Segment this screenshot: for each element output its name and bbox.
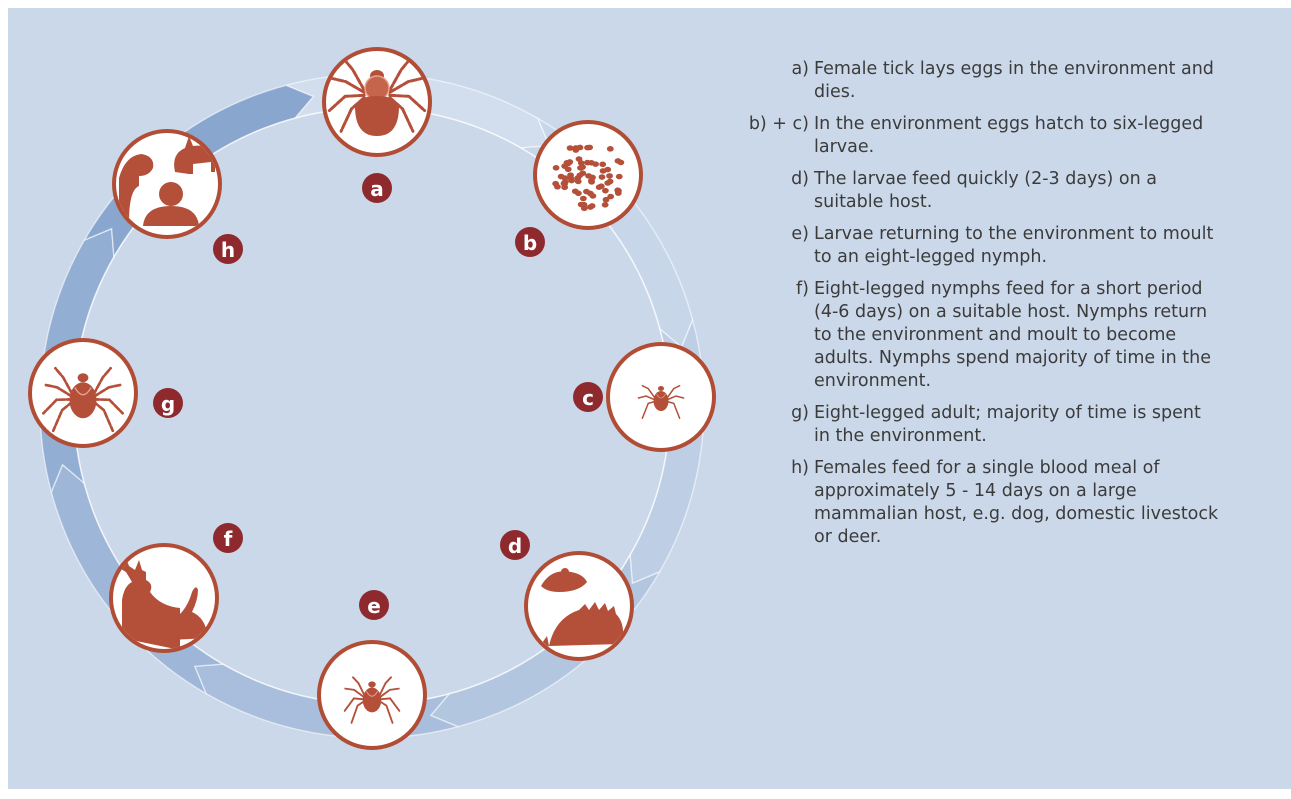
stage-letter: h <box>221 238 235 262</box>
stage-node-f: f <box>109 523 243 653</box>
legend-item-h: h) Females feed for a single blood meal … <box>736 457 1236 549</box>
stage-badge: h <box>213 234 243 264</box>
legend-text: Female tick lays eggs in the environment… <box>814 59 1214 102</box>
larva-tick-icon <box>637 384 685 420</box>
stage-letter: e <box>367 594 381 618</box>
stage-letter: a <box>370 177 384 201</box>
stage-node-b: b <box>515 120 643 257</box>
stage-letter: d <box>508 534 522 558</box>
stage-letter: g <box>161 392 175 416</box>
legend-text: Eight-legged adult; majority of time is … <box>814 403 1201 446</box>
stage-node-g: g <box>28 338 183 448</box>
deer-rabbit-icon <box>116 558 208 649</box>
legend-item-a: a) Female tick lays eggs in the environm… <box>736 58 1236 104</box>
legend-text: In the environment eggs hatch to six-leg… <box>814 114 1204 157</box>
nymph-tick-icon <box>343 676 401 724</box>
stage-letter: b <box>523 231 537 255</box>
stage-node-e: e <box>317 590 427 750</box>
legend-key: a) <box>791 59 809 79</box>
legend-text: Larvae returning to the environment to m… <box>814 224 1214 267</box>
legend-key: d) <box>791 169 809 189</box>
rodent-hedgehog-icon <box>537 568 624 650</box>
dog-fox-human-icon <box>119 136 215 226</box>
legend-item-e: e) Larvae returning to the environment t… <box>736 223 1236 269</box>
tick-eggs-icon <box>552 144 625 212</box>
legend-item-bc: b) + c) In the environment eggs hatch to… <box>736 113 1236 159</box>
legend-item-d: d) The larvae feed quickly (2-3 days) on… <box>736 168 1236 214</box>
legend-item-f: f) Eight-legged nymphs feed for a short … <box>736 278 1236 393</box>
stage-badge: e <box>359 590 389 620</box>
stage-badge: c <box>573 382 603 412</box>
stage-node-h: h <box>112 129 243 264</box>
legend-key: e) <box>791 224 809 244</box>
stage-letter: c <box>582 386 594 410</box>
stage-badge: a <box>362 173 392 203</box>
legend-text: Eight-legged nymphs feed for a short per… <box>814 279 1211 391</box>
stage-node-a: a <box>322 47 432 203</box>
legend-key: g) <box>791 403 809 423</box>
stage-badge: d <box>500 530 530 560</box>
tick-life-cycle-diagram: a b c d e f g h <box>28 47 716 750</box>
stage-node-c: c <box>573 342 716 452</box>
legend-item-g: g) Eight-legged adult; majority of time … <box>736 402 1236 448</box>
diagram-panel: a b c d e f g h a) Female tick lays eggs in the… <box>8 8 1291 789</box>
stage-nodes: a b c d e f g h <box>28 47 716 750</box>
stage-node-d: d <box>500 530 634 661</box>
legend-key: b) + c) <box>748 114 809 134</box>
engorged-female-tick-icon <box>327 57 427 136</box>
stage-badge: g <box>153 388 183 418</box>
legend-text: Females feed for a single blood meal of … <box>814 458 1219 547</box>
adult-tick-icon <box>42 366 124 433</box>
legend-text: The larvae feed quickly (2-3 days) on a … <box>814 169 1158 212</box>
stage-badge: f <box>213 523 243 553</box>
stage-legend: a) Female tick lays eggs in the environm… <box>736 58 1236 558</box>
legend-key: f) <box>796 279 809 299</box>
stage-letter: f <box>224 527 233 551</box>
stage-badge: b <box>515 227 545 257</box>
legend-key: h) <box>791 458 809 478</box>
